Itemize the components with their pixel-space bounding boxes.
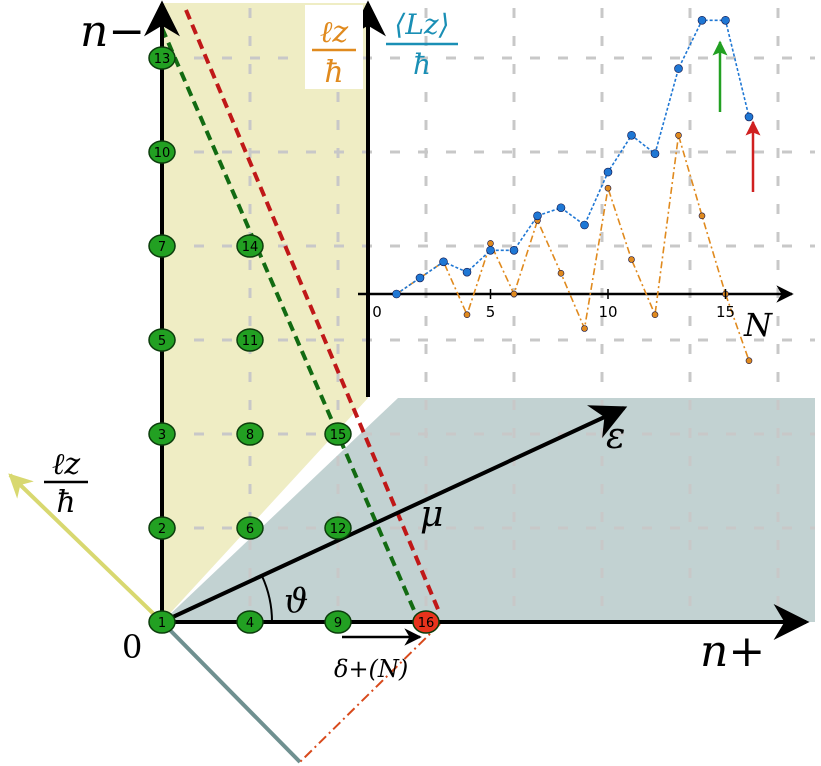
lattice-node-14: 14 — [236, 234, 264, 258]
lattice-node-15: 15 — [324, 422, 352, 446]
lattice-node-label: 4 — [246, 616, 254, 631]
lattice-node-4: 4 — [236, 610, 264, 634]
projection-line — [299, 623, 441, 763]
epsilon-vector — [161, 405, 628, 624]
inset-x-tick-0: 0 — [372, 303, 382, 321]
lattice-node-label: 16 — [418, 616, 435, 631]
lz-point — [745, 357, 753, 365]
Lz-point — [556, 203, 566, 213]
lattice-node-label: 14 — [242, 240, 259, 255]
lattice-node-12: 12 — [324, 516, 352, 540]
gray-region — [162, 398, 815, 622]
lattice-node-label: 8 — [246, 428, 254, 443]
svg-text:ħ: ħ — [56, 485, 75, 520]
lattice-node-label: 12 — [330, 522, 347, 537]
lattice-node-8: 8 — [236, 422, 264, 446]
svg-text:ℓz: ℓz — [320, 15, 348, 50]
Lz-point — [486, 246, 495, 255]
lattice-node-label: 5 — [158, 334, 166, 349]
Lz-point — [627, 131, 636, 140]
inset-x-tick-15: 15 — [716, 303, 735, 321]
lz-point — [651, 311, 659, 319]
Lz-point — [744, 112, 754, 122]
lattice-node-label: 1 — [158, 616, 166, 631]
lattice-node-11: 11 — [236, 328, 264, 352]
n-minus-label: n− — [80, 6, 145, 57]
lattice-node-2: 2 — [148, 516, 176, 540]
inset-N-label: N — [743, 306, 773, 344]
lattice-node-1: 1 — [148, 610, 176, 634]
Lz-point — [509, 246, 519, 255]
Lz-point — [603, 167, 613, 177]
lz-point — [581, 325, 588, 332]
Lz-line — [396, 19, 750, 295]
lz-line — [396, 135, 750, 361]
yellow-region — [162, 3, 368, 622]
lz-point — [675, 132, 682, 139]
lattice-node-label: 6 — [246, 522, 254, 537]
lattice-node-label: 15 — [330, 428, 347, 443]
lz-axis-arrow — [8, 473, 164, 624]
lattice-node-label: 3 — [158, 428, 166, 443]
Lz-point — [697, 15, 707, 25]
Lz-point — [580, 220, 589, 230]
Lz-point — [462, 267, 472, 277]
lz-fraction-orange: ℓz ħ — [305, 5, 363, 90]
green-dashed-line — [160, 27, 422, 625]
lz-point — [463, 311, 471, 319]
lattice-node-5: 5 — [148, 328, 176, 352]
lattice-node-label: 11 — [242, 334, 259, 349]
Lz-point — [533, 211, 542, 221]
lattice-node-label: 7 — [158, 240, 166, 255]
lattice-node-16: 16 — [412, 610, 440, 634]
lattice-node-label: 9 — [334, 616, 342, 631]
delta-label: δ+(N) — [334, 655, 408, 683]
svg-text:⟨Lz⟩: ⟨Lz⟩ — [394, 8, 449, 41]
Lz-point — [415, 273, 425, 283]
lz-point — [487, 240, 494, 247]
lattice-node-13: 13 — [148, 46, 176, 70]
Lz-point — [392, 289, 401, 299]
lz-point — [557, 269, 565, 277]
lz-point — [510, 290, 518, 298]
lz-point — [628, 256, 635, 263]
lz-point — [698, 212, 706, 220]
lattice-node-7: 7 — [148, 234, 176, 258]
lz-axis-extension — [160, 620, 302, 764]
n-plus-label: n+ — [700, 626, 765, 677]
Lz-point — [650, 149, 660, 158]
epsilon-label: ε — [606, 416, 625, 457]
lattice-node-10: 10 — [148, 140, 176, 164]
mu-label: μ — [420, 494, 443, 535]
lz-point — [604, 184, 612, 192]
inset-x-tick-5: 5 — [486, 303, 496, 321]
svg-text:ħ: ħ — [413, 48, 431, 81]
lattice-node-9: 9 — [324, 610, 352, 634]
inset-background — [368, 0, 821, 397]
lattice-node-label: 2 — [158, 522, 166, 537]
theta-label: ϑ — [284, 581, 308, 621]
theta-arc — [261, 575, 274, 623]
Lz-point — [439, 257, 448, 267]
lattice-node-3: 3 — [148, 422, 176, 446]
Lz-point — [674, 64, 683, 73]
lattice-node-label: 10 — [154, 146, 171, 161]
inset-tick-labels: 0 5 10 15 — [372, 289, 735, 321]
inset-x-tick-10: 10 — [598, 303, 617, 321]
lattice-node-6: 6 — [236, 516, 264, 540]
Lz-point — [721, 15, 730, 25]
svg-text:ℓz: ℓz — [52, 447, 80, 482]
origin-label: 0 — [122, 628, 142, 666]
svg-text:ħ: ħ — [324, 55, 343, 90]
lattice-node-label: 13 — [154, 52, 171, 67]
inset-Lz-series — [392, 15, 754, 299]
Lz-fraction-blue: ⟨Lz⟩ ħ — [386, 8, 458, 81]
ell-fraction-black: ℓz ħ — [44, 447, 88, 520]
